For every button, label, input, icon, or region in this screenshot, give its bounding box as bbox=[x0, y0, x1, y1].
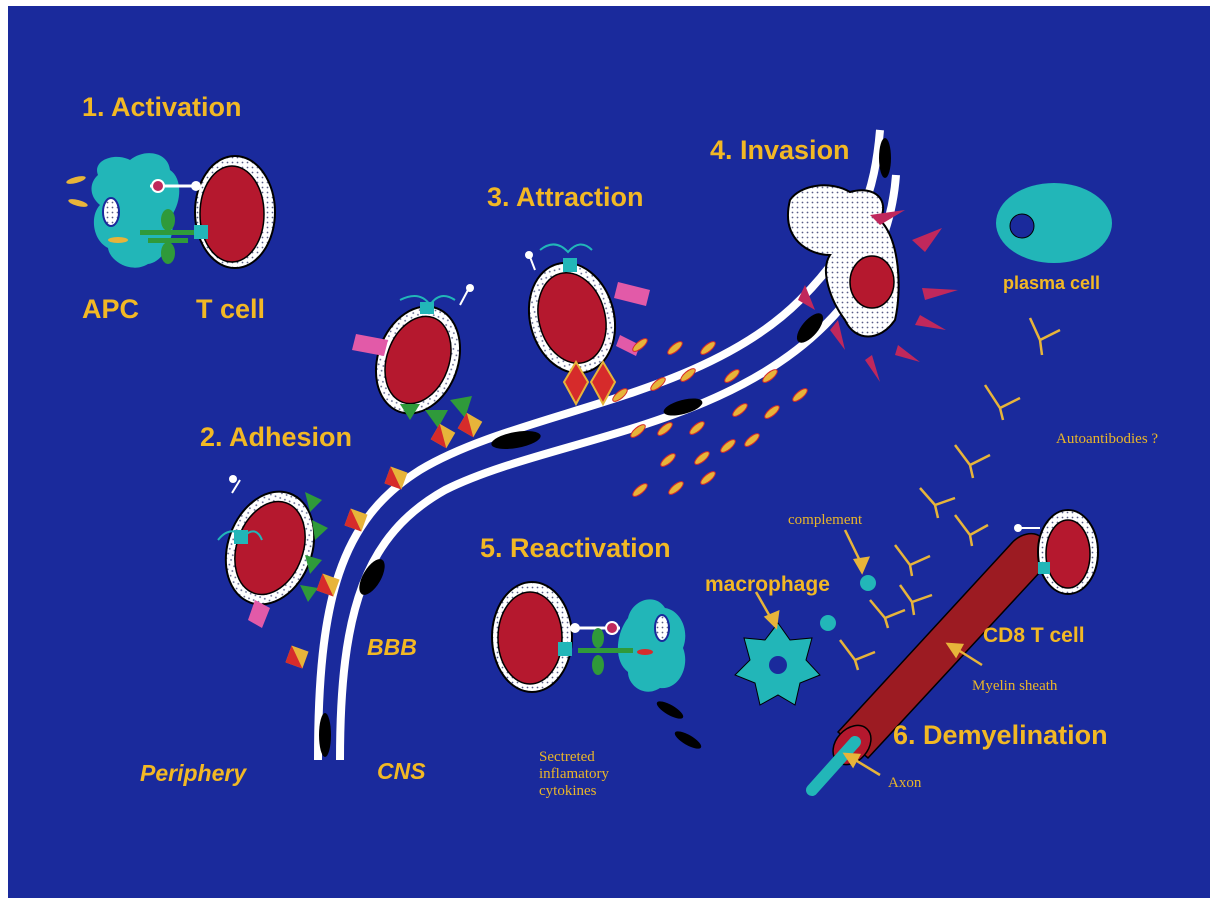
step-reactivation-label: 5. Reactivation bbox=[480, 533, 671, 564]
step-attraction-label: 3. Attraction bbox=[487, 182, 644, 213]
secreted-cytokines-label: Sectreted inflamatory cytokines bbox=[539, 749, 609, 800]
apc-label: APC bbox=[82, 294, 139, 325]
myelin-sheath-label: Myelin sheath bbox=[972, 678, 1057, 695]
step-invasion-label: 4. Invasion bbox=[710, 135, 850, 166]
complement-label: complement bbox=[788, 512, 862, 529]
bbb-label: BBB bbox=[367, 634, 417, 661]
plasma-cell-icon bbox=[996, 183, 1112, 263]
axon-label: Axon bbox=[888, 775, 921, 792]
plasma-cell-label: plasma cell bbox=[1003, 273, 1100, 294]
step-activation-label: 1. Activation bbox=[82, 92, 242, 123]
secreted-line-2: inflamatory bbox=[539, 766, 609, 783]
step-demyelination-label: 6. Demyelination bbox=[893, 720, 1108, 751]
secreted-line-3: cytokines bbox=[539, 783, 609, 800]
secreted-line-1: Sectreted bbox=[539, 749, 609, 766]
autoantibodies-label: Autoantibodies ? bbox=[1056, 431, 1158, 448]
periphery-label: Periphery bbox=[140, 760, 246, 787]
step-adhesion-label: 2. Adhesion bbox=[200, 422, 352, 453]
t-cell-label: T cell bbox=[196, 294, 265, 325]
cns-label: CNS bbox=[377, 758, 426, 785]
cd8-t-cell-label: CD8 T cell bbox=[983, 624, 1085, 648]
macrophage-label: macrophage bbox=[705, 573, 830, 597]
